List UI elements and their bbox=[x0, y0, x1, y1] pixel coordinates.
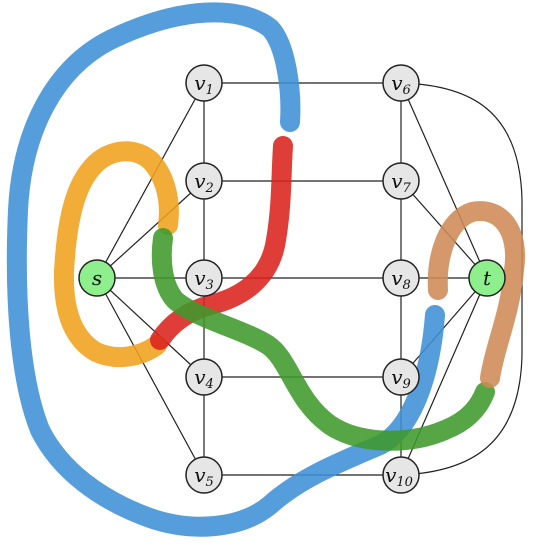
nodes-layer: s t v1 v2 v3 v4 v5 v6 v7 v8 v9 v10 bbox=[78, 64, 506, 494]
node-v9-circle bbox=[382, 358, 420, 396]
green-path-stroke bbox=[151, 228, 495, 451]
node-v5: v5 bbox=[185, 456, 223, 494]
node-v4: v4 bbox=[185, 358, 223, 396]
edge-v9-t bbox=[400, 277, 488, 378]
node-v10-circle bbox=[382, 456, 420, 494]
highlight-paths-layer bbox=[6, 2, 526, 537]
node-v6-circle bbox=[382, 64, 420, 102]
node-s-label: s bbox=[92, 266, 102, 290]
node-s: s bbox=[78, 259, 116, 297]
edge-v6-t bbox=[400, 82, 488, 279]
node-v1: v1 bbox=[185, 64, 223, 102]
node-v5-label: v5 bbox=[194, 463, 214, 490]
node-v8: v8 bbox=[382, 259, 420, 297]
node-v2: v2 bbox=[185, 162, 223, 200]
node-v8-label: v8 bbox=[391, 266, 411, 293]
node-v9: v9 bbox=[382, 358, 420, 396]
node-v10: v10 bbox=[382, 456, 420, 494]
node-t-circle bbox=[468, 259, 506, 297]
node-v8-circle bbox=[382, 259, 420, 297]
node-v7-circle bbox=[382, 162, 420, 200]
node-v4-label: v4 bbox=[194, 365, 214, 392]
node-v5-circle bbox=[185, 456, 223, 494]
node-v7-label: v7 bbox=[391, 169, 411, 196]
node-v10-label: v10 bbox=[385, 463, 413, 490]
node-v1-label: v1 bbox=[194, 71, 214, 98]
blue-path-stroke bbox=[6, 2, 445, 537]
node-t-label: t bbox=[483, 266, 492, 290]
brown-path-stroke bbox=[427, 201, 526, 388]
node-v7: v7 bbox=[382, 162, 420, 200]
node-v2-circle bbox=[185, 162, 223, 200]
node-v3: v3 bbox=[185, 259, 223, 297]
orange-path-stroke bbox=[53, 141, 179, 368]
node-v3-circle bbox=[185, 259, 223, 297]
node-v6-label: v6 bbox=[391, 71, 411, 98]
edge-s-v1 bbox=[96, 82, 205, 279]
edge-s-v5 bbox=[96, 277, 205, 476]
node-s-circle bbox=[78, 259, 116, 297]
node-v1-circle bbox=[185, 64, 223, 102]
node-v3-label: v3 bbox=[194, 266, 214, 293]
node-v6: v6 bbox=[382, 64, 420, 102]
edge-s-v4 bbox=[96, 277, 205, 378]
node-v4-circle bbox=[185, 358, 223, 396]
node-v2-label: v2 bbox=[194, 169, 214, 196]
edge-s-v2 bbox=[96, 180, 205, 279]
node-v9-label: v9 bbox=[391, 365, 411, 392]
node-t: t bbox=[468, 259, 506, 297]
